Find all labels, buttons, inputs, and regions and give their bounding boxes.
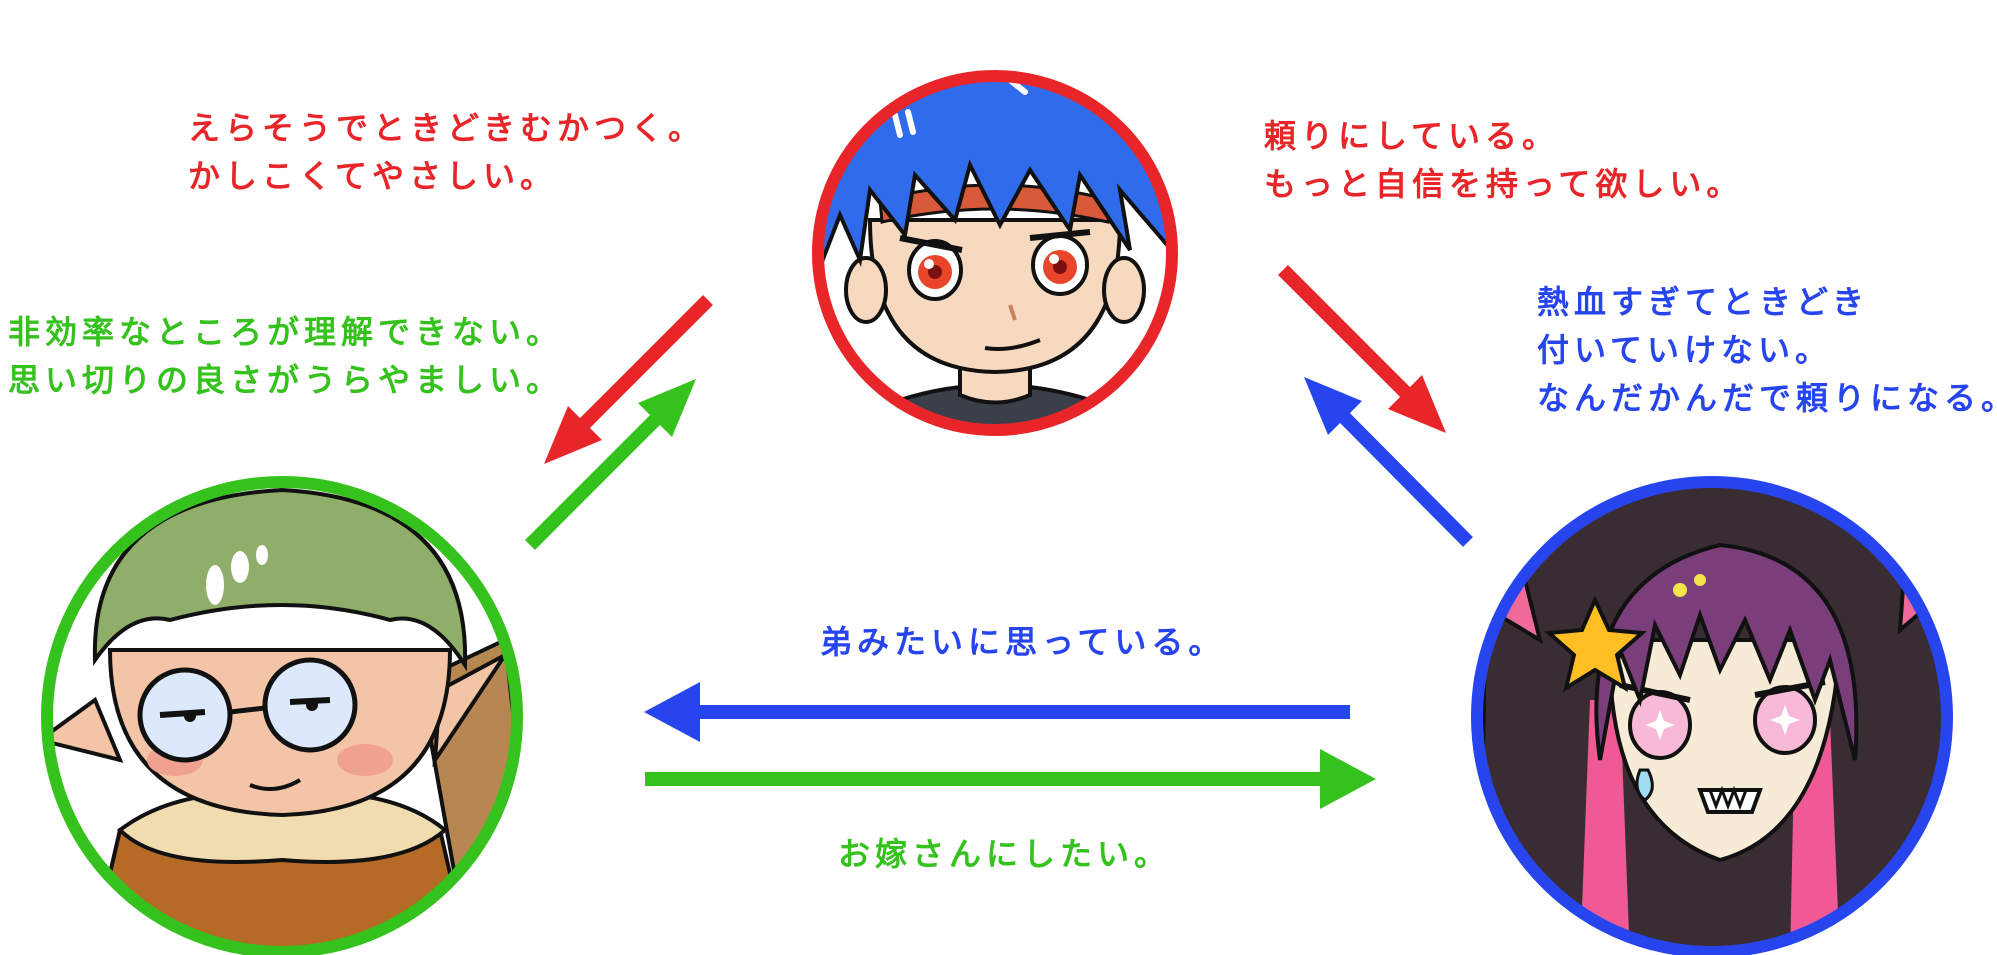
label-left-to-right: お嫁さんにしたい。 (838, 830, 1171, 878)
label-line: もっと自信を持って欲しい。 (1264, 165, 1744, 203)
arrow-right-to-top (1304, 377, 1473, 547)
hooded-purple-haired-girl-portrait (1471, 476, 1953, 955)
label-line: 非効率なところが理解できない。 (8, 313, 564, 351)
arrow-right-to-left (644, 682, 1350, 742)
label-line: 頼りにしている。 (1264, 117, 1560, 155)
label-line: かしこくてやさしい。 (188, 157, 558, 195)
blue-haired-boy-portrait (812, 70, 1178, 436)
arrow-top-to-right (1278, 265, 1446, 433)
label-top-to-left: えらそうでときどきむかつく。 かしこくてやさしい。 (188, 104, 705, 200)
arrow-left-to-right (645, 749, 1376, 809)
green-haired-elf-with-glasses-portrait (41, 476, 523, 955)
label-line: 思い切りの良さがうらやましい。 (8, 361, 564, 399)
label-left-to-top: 非効率なところが理解できない。 思い切りの良さがうらやましい。 (8, 308, 563, 404)
arrow-left-to-top (525, 379, 696, 550)
label-line: えらそうでときどきむかつく。 (188, 109, 706, 147)
arrow-top-to-left (544, 295, 713, 464)
label-right-to-left: 弟みたいに思っている。 (820, 618, 1225, 666)
label-right-to-top: 熱血すぎてときどき 付いていけない。 なんだかんだで頼りになる。 (1537, 278, 1997, 422)
label-line: なんだかんだで頼りになる。 (1537, 379, 1997, 417)
label-line: 熱血すぎてときどき (1537, 283, 1870, 321)
label-top-to-right: 頼りにしている。 もっと自信を持って欲しい。 (1264, 112, 1743, 208)
label-line: 弟みたいに思っている。 (820, 623, 1226, 661)
label-line: お嫁さんにしたい。 (838, 835, 1172, 873)
label-line: 付いていけない。 (1537, 331, 1833, 369)
